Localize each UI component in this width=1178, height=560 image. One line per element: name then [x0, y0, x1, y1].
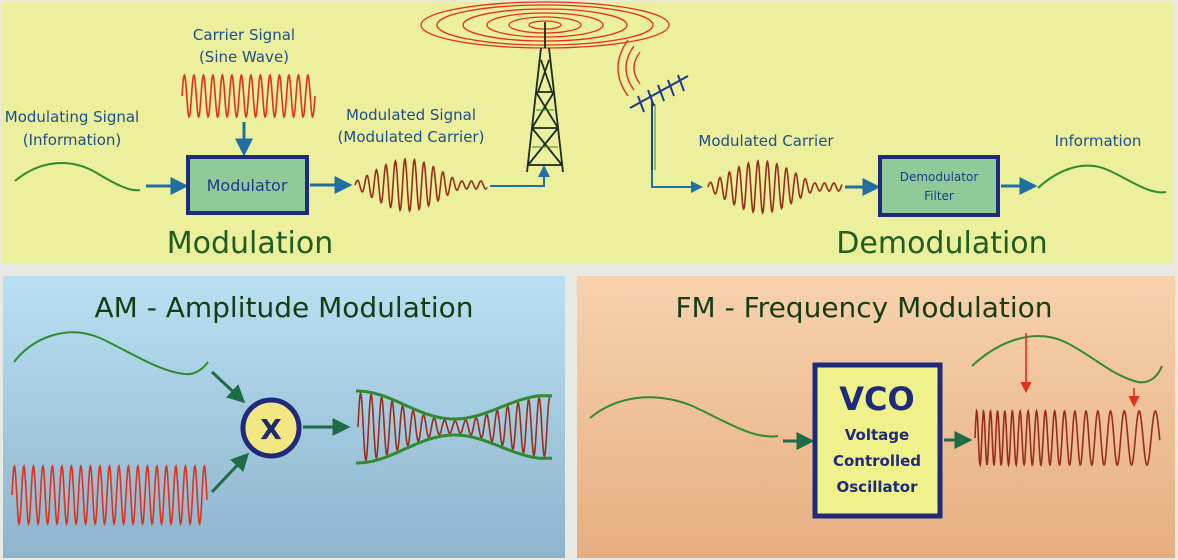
receiving-antenna-icon [629, 74, 689, 172]
vco-line-voltage: Voltage [845, 426, 909, 444]
am-carrier-arrow [210, 452, 250, 494]
vco-line-controlled: Controlled [833, 452, 921, 470]
demodulator-label-line2: Filter [924, 189, 954, 203]
fm-reference-wave [971, 335, 1163, 384]
am-modulated-wave [357, 391, 551, 463]
demodulation-heading: Demodulation [836, 226, 1047, 261]
information-label: Information [1055, 132, 1142, 150]
modulated-title-line2: (Modulated Carrier) [338, 128, 485, 146]
am-signal-arrow [210, 370, 246, 404]
carrier-title-line1: Carrier Signal [193, 26, 295, 44]
transmission-tower-icon [526, 22, 564, 173]
vco-label: VCO [839, 380, 914, 418]
radio-waves-icon [420, 1, 670, 49]
antenna-to-carrier-arrow [651, 170, 703, 193]
demodulator-box [878, 155, 1000, 217]
vco-box [812, 362, 943, 519]
modulator-label: Modulator [207, 176, 288, 195]
am-carrier-wave [11, 464, 208, 526]
carrier-title-line2: (Sine Wave) [199, 48, 289, 66]
fm-modulating-wave [589, 396, 779, 438]
am-envelope-bottom [356, 433, 552, 465]
carrier-sine-wave [181, 73, 316, 119]
receive-waves-icon [617, 39, 641, 97]
recovered-information-wave [1037, 164, 1167, 194]
fm-title: FM - Frequency Modulation [675, 291, 1052, 324]
modulation-panel [2, 2, 1174, 264]
modulated-signal-wave [354, 157, 488, 213]
multiplier-circle [240, 397, 302, 459]
vco-line-oscillator: Oscillator [837, 478, 919, 496]
tower-accent [532, 109, 558, 148]
am-envelope-top [356, 389, 552, 421]
modulated-title-line1: Modulated Signal [346, 106, 476, 124]
am-title: AM - Amplitude Modulation [95, 291, 474, 324]
modulation-heading: Modulation [167, 226, 333, 261]
demodulator-label-line1: Demodulator [900, 170, 979, 184]
modulating-title-line2: (Information) [23, 131, 122, 149]
received-carrier-wave [707, 159, 843, 215]
modulating-signal-wave [14, 162, 141, 192]
fm-modulated-wave [974, 408, 1161, 468]
modulated-to-tower-arrow [490, 165, 550, 187]
am-modulating-wave [13, 331, 209, 376]
modulating-title-line1: Modulating Signal [5, 108, 139, 126]
modulator-box [186, 155, 309, 215]
modulated-carrier-label: Modulated Carrier [698, 132, 834, 150]
multiplier-symbol: X [260, 413, 282, 446]
